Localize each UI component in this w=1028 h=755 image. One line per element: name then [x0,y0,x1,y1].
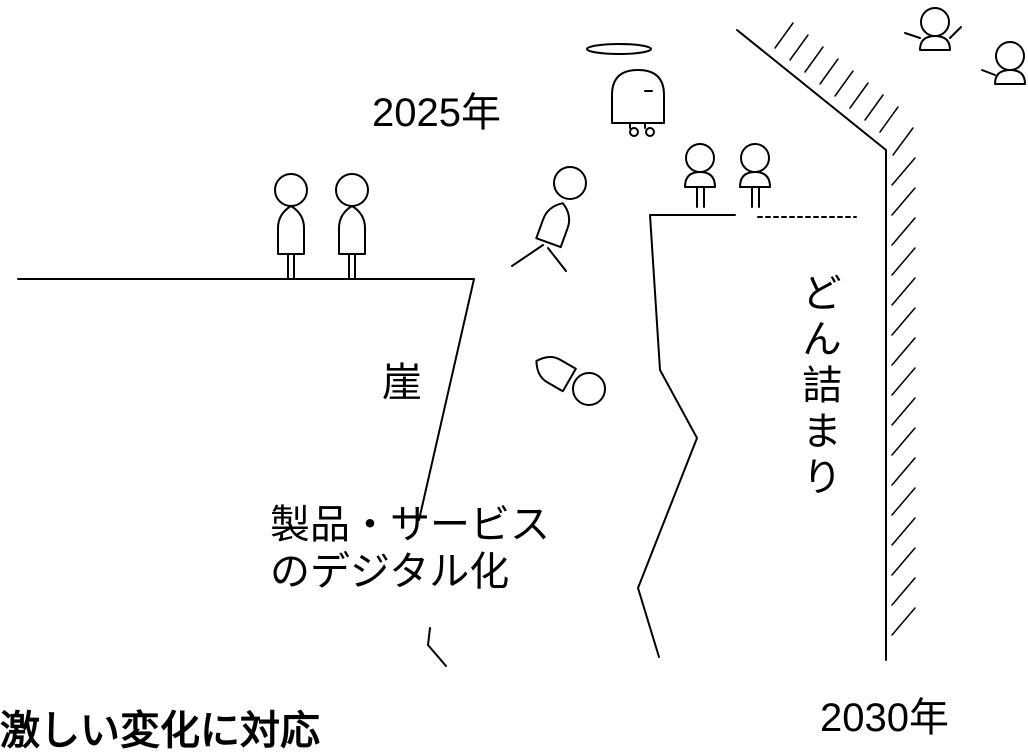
middle-cliff [637,214,736,658]
floating-person-icon [981,41,1026,85]
falling-person-icon [511,166,587,272]
left-cliff-fragment [427,627,447,667]
floating-person-icon [739,143,771,208]
cliff-label: 崖 [382,361,422,405]
left-cliff-ground [17,278,475,521]
year-end-label: 2030年 [820,696,949,740]
bottom-caption: 激しい変化に対応 [0,709,320,753]
wall-hatching [774,22,916,636]
right-wall [736,29,887,661]
floating-person-icon [684,143,716,208]
standing-person-icon [274,173,308,280]
angel-robot-icon [586,43,665,137]
cliff-diagram [17,7,1026,667]
dead-end-label: どん詰まり [796,272,840,502]
fallen-person-icon [535,356,606,406]
digitalization-label: 製品・サービス のデジタル化 [270,503,550,594]
standing-person-icon [335,173,369,280]
floating-person-icon [904,7,962,51]
cliff-scene: 2025年 崖 製品・サービス のデジタル化 どん詰まり 2030年 激しい変化… [0,7,1026,753]
year-start-label: 2025年 [372,91,501,135]
